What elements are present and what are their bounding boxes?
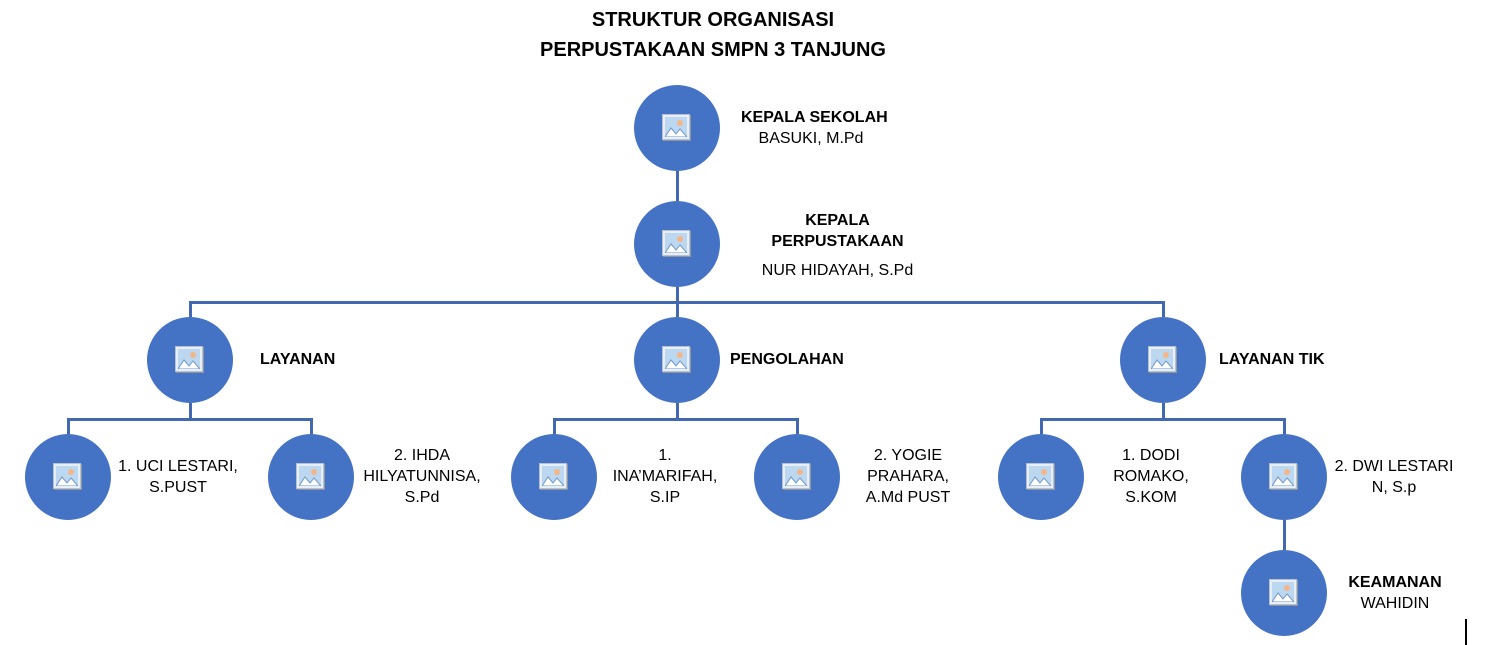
connector-to-layanan: [189, 301, 192, 317]
connector-dwi-keamanan: [1283, 520, 1286, 550]
connector-level2-bar: [189, 301, 1165, 304]
role-text: KEPALA SEKOLAH: [741, 109, 888, 126]
role-text: PERPUSTAKAAN: [771, 233, 904, 250]
role-text: KEPALA: [805, 212, 870, 229]
connector-layanan-down: [189, 403, 192, 420]
image-placeholder-icon: [1269, 579, 1297, 605]
name-text: ROMAKO,: [1113, 468, 1189, 485]
name-text: PRAHARA,: [867, 468, 949, 485]
name-text: 1. UCI LESTARI,: [118, 458, 238, 475]
image-placeholder-icon: [1148, 346, 1176, 372]
node-layanan-tik: [1120, 317, 1206, 403]
image-placeholder-icon: [662, 230, 690, 256]
name-text: NUR HIDAYAH, S.Pd: [761, 262, 914, 279]
image-placeholder-icon: [53, 463, 81, 489]
label-yogie: 2. YOGIE PRAHARA, A.Md PUST: [842, 445, 974, 508]
node-uci: [25, 434, 111, 520]
node-dwi: [1241, 434, 1327, 520]
label-ihda: 2. IHDA HILYATUNNISA, S.Pd: [356, 445, 488, 508]
label-layanan-tik: LAYANAN TIK: [1219, 349, 1325, 370]
name-text: BASUKI, M.Pd: [758, 130, 864, 147]
name-text: 2. YOGIE: [873, 447, 943, 464]
label-keamanan: KEAMANAN WAHIDIN: [1340, 572, 1450, 614]
label-pengolahan: PENGOLAHAN: [730, 349, 844, 370]
node-ihda: [268, 434, 354, 520]
node-ina: [511, 434, 597, 520]
name-text: S.PUST: [149, 479, 207, 496]
connector-to-ihda: [310, 418, 313, 434]
connector-tik-down: [1162, 403, 1165, 420]
image-placeholder-icon: [539, 463, 567, 489]
connector-pengolahan-bar: [553, 418, 799, 421]
image-placeholder-icon: [175, 346, 203, 372]
name-text: S.KOM: [1125, 489, 1177, 506]
node-yogie: [754, 434, 840, 520]
node-keamanan: [1241, 550, 1327, 636]
connector-sekolah-perpus: [676, 171, 679, 201]
name-text: HILYATUNNISA,: [363, 468, 481, 485]
name-text: A.Md PUST: [865, 489, 951, 506]
image-placeholder-icon: [296, 463, 324, 489]
node-layanan: [147, 317, 233, 403]
role-text: KEAMANAN: [1348, 574, 1442, 591]
role-text: LAYANAN TIK: [1219, 351, 1325, 368]
connector-to-dwi: [1283, 418, 1286, 434]
role-text: LAYANAN: [260, 351, 336, 368]
label-ina: 1. INA’MARIFAH, S.IP: [599, 445, 731, 508]
node-kepala-perpustakaan: [634, 201, 720, 287]
label-dwi: 2. DWI LESTARI N, S.p: [1328, 456, 1460, 498]
role-text: PENGOLAHAN: [730, 351, 844, 368]
image-placeholder-icon: [782, 463, 810, 489]
name-text: 1.: [658, 447, 672, 464]
connector-tik-bar: [1040, 418, 1286, 421]
connector-to-uci: [67, 418, 70, 434]
text-cursor: [1465, 619, 1467, 645]
chart-title-line2: PERPUSTAKAAN SMPN 3 TANJUNG: [540, 39, 886, 61]
name-text: 2. DWI LESTARI: [1334, 458, 1454, 475]
name-text: S.IP: [649, 489, 681, 506]
label-kepala-sekolah: KEPALA SEKOLAH BASUKI, M.Pd: [741, 107, 888, 149]
name-text: S.Pd: [404, 489, 440, 506]
node-pengolahan: [634, 317, 720, 403]
connector-layanan-bar: [67, 418, 313, 421]
image-placeholder-icon: [662, 346, 690, 372]
image-placeholder-icon: [1026, 463, 1054, 489]
connector-pengolahan-down: [676, 403, 679, 420]
connector-to-tik: [1162, 301, 1165, 317]
node-dodi: [998, 434, 1084, 520]
connector-to-dodi: [1040, 418, 1043, 434]
name-text: 2. IHDA: [393, 447, 450, 464]
name-text: N, S.p: [1371, 479, 1417, 496]
label-kepala-perpustakaan: KEPALA PERPUSTAKAAN NUR HIDAYAH, S.Pd: [760, 210, 915, 281]
image-placeholder-icon: [662, 114, 690, 140]
connector-to-yogie: [796, 418, 799, 434]
image-placeholder-icon: [1269, 463, 1297, 489]
connector-to-ina: [553, 418, 556, 434]
name-text: WAHIDIN: [1360, 595, 1430, 612]
node-kepala-sekolah: [634, 85, 720, 171]
chart-title-line1: STRUKTUR ORGANISASI: [591, 9, 835, 31]
name-text: 1. DODI: [1122, 447, 1180, 464]
label-dodi: 1. DODI ROMAKO, S.KOM: [1085, 445, 1217, 508]
name-text: INA’MARIFAH,: [612, 468, 718, 485]
label-uci: 1. UCI LESTARI, S.PUST: [112, 456, 244, 498]
label-layanan: LAYANAN: [260, 349, 335, 370]
